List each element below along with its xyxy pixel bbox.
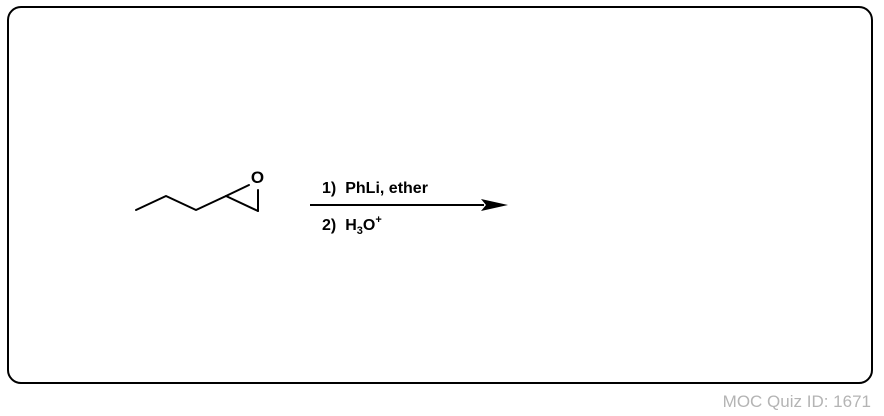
- step-2-superscript: +: [375, 214, 382, 226]
- quiz-id-label: MOC Quiz ID: 1671: [722, 392, 871, 411]
- reactant-epoxide: [135, 184, 259, 212]
- quiz-frame: [7, 6, 873, 384]
- propyl-chain: [135, 195, 227, 211]
- reaction-arrow: [310, 199, 508, 211]
- epoxide-ring-bond-c-c: [225, 195, 259, 212]
- epoxide-oxygen-label: O: [251, 168, 264, 187]
- step-2-number: 2): [322, 217, 337, 234]
- step-1-number: 1): [322, 180, 337, 197]
- epoxide-ring-bond-c-o: [225, 184, 250, 197]
- reagent-step-1: 1) PhLi, ether: [322, 181, 428, 197]
- reaction-arrow-head: [481, 199, 508, 211]
- reagent-step-2: 2) H3O+: [322, 215, 382, 237]
- step-1-reagents: PhLi, ether: [345, 180, 428, 197]
- step-2-reagent-o: O: [362, 217, 376, 234]
- step-2-reagent-h: H: [345, 217, 357, 234]
- step-2-subscript: 3: [356, 225, 363, 237]
